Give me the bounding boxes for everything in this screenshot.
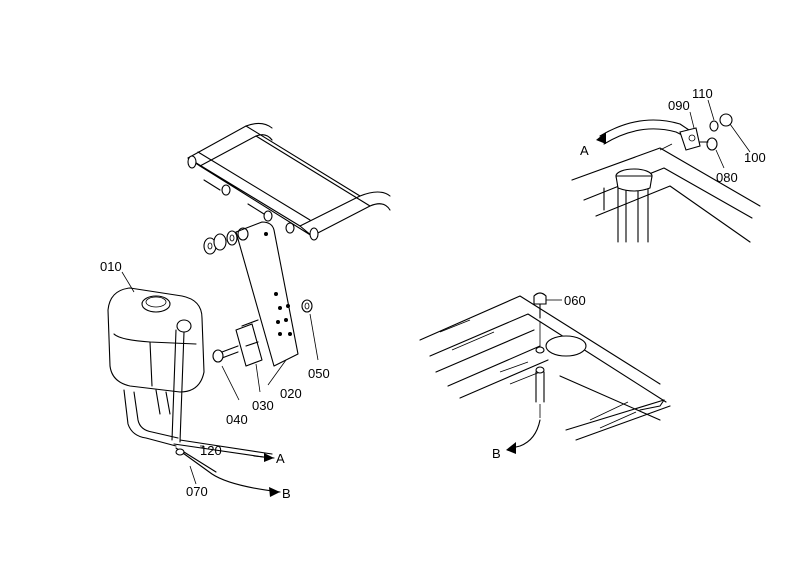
label-050: 050 (308, 366, 330, 381)
ref-b-left: B (282, 486, 291, 501)
label-100: 100 (744, 150, 766, 165)
detail-bottom-right (419, 292, 671, 454)
bracket (235, 319, 263, 367)
radiator-frame (187, 122, 391, 241)
ref-a-left: A (276, 451, 285, 466)
label-060: 060 (564, 293, 586, 308)
label-040: 040 (226, 412, 248, 427)
leaders-left (121, 271, 319, 485)
ref-b-right: B (492, 446, 501, 461)
label-080: 080 (716, 170, 738, 185)
washer-stack (203, 227, 249, 255)
nut (301, 299, 313, 313)
label-110: 110 (692, 86, 713, 101)
ref-a-right: A (580, 143, 589, 158)
label-030: 030 (252, 398, 274, 413)
reservoir-tank (107, 287, 205, 447)
arrow-b-left-head (269, 487, 280, 497)
label-010: 010 (100, 259, 122, 274)
detail-top-right (571, 99, 761, 243)
label-090: 090 (668, 98, 690, 113)
label-020: 020 (280, 386, 302, 401)
label-120: 120 (200, 443, 222, 458)
label-070: 070 (186, 484, 208, 499)
mounting-plate (235, 221, 299, 367)
bolt (212, 345, 239, 363)
arrow-a-left-head (264, 453, 274, 462)
